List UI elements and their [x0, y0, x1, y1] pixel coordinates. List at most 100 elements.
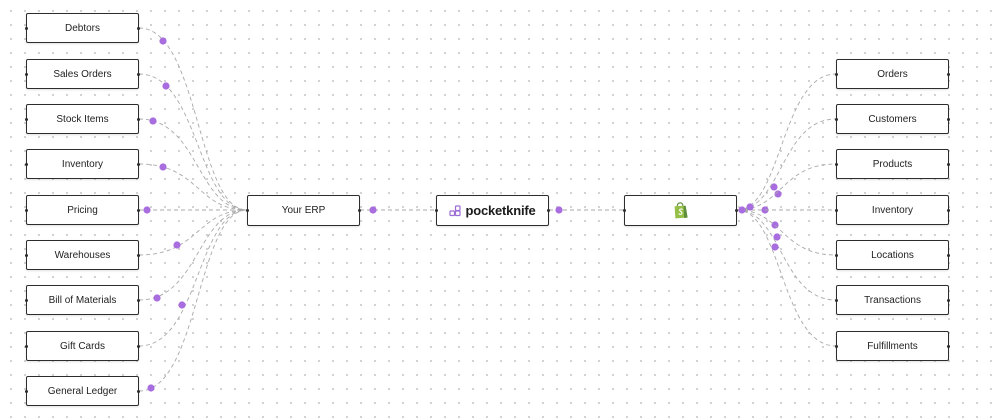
connector-line — [736, 163, 837, 211]
flow-dot — [738, 206, 746, 214]
output-port[interactable] — [137, 72, 140, 76]
source-node-sales-orders[interactable]: Sales Orders — [25, 59, 140, 89]
shopify-node[interactable] — [623, 195, 738, 226]
input-port[interactable] — [435, 209, 438, 212]
source-node-inventory[interactable]: Inventory — [25, 149, 140, 179]
flow-dot — [178, 301, 186, 309]
input-port[interactable] — [25, 253, 28, 257]
connector-line — [138, 209, 248, 347]
input-port[interactable] — [25, 298, 28, 302]
input-port[interactable] — [835, 298, 838, 302]
connector-line — [736, 118, 837, 211]
source-node-stock-items[interactable]: Stock Items — [25, 104, 140, 134]
node-label: Debtors — [64, 22, 100, 34]
node-label: Sales Orders — [53, 68, 112, 80]
flow-dot — [159, 37, 167, 45]
flow-dot — [159, 163, 167, 171]
output-port[interactable] — [137, 298, 140, 302]
input-port[interactable] — [835, 117, 838, 121]
node-label: Pricing — [67, 204, 98, 216]
connector-line — [736, 209, 837, 301]
source-node-warehouses[interactable]: Warehouses — [25, 240, 140, 270]
target-node-fulfillments[interactable]: Fulfillments — [835, 331, 950, 361]
input-port[interactable] — [25, 26, 28, 30]
connector-line — [138, 27, 248, 211]
output-port[interactable] — [137, 162, 140, 166]
output-port[interactable] — [735, 209, 738, 212]
flow-dot — [555, 206, 563, 214]
target-node-inventory[interactable]: Inventory — [835, 195, 950, 225]
flow-dot — [153, 294, 161, 302]
source-node-debtors[interactable]: Debtors — [25, 13, 140, 43]
input-port[interactable] — [25, 72, 28, 76]
flow-dot — [147, 384, 155, 392]
input-port[interactable] — [25, 208, 28, 212]
node-label: Orders — [877, 68, 908, 80]
flow-dot — [149, 117, 157, 125]
shopify-bag-icon — [674, 202, 688, 219]
node-label: Inventory — [871, 204, 914, 216]
output-port[interactable] — [947, 344, 950, 348]
connector-line — [138, 209, 248, 256]
input-port[interactable] — [835, 162, 838, 166]
node-label: General Ledger — [47, 385, 118, 397]
input-port[interactable] — [835, 208, 838, 212]
flow-dot — [761, 206, 769, 214]
node-label: Stock Items — [56, 113, 109, 125]
flow-dot — [162, 82, 170, 90]
pocketknife-logo: pocketknife — [449, 203, 536, 218]
source-node-general-ledger[interactable]: General Ledger — [25, 376, 140, 406]
target-node-products[interactable]: Products — [835, 149, 950, 179]
target-node-customers[interactable]: Customers — [835, 104, 950, 134]
flow-dot — [173, 241, 181, 249]
target-node-transactions[interactable]: Transactions — [835, 285, 950, 315]
input-port[interactable] — [835, 72, 838, 76]
connector-line — [138, 209, 248, 392]
source-node-bill-of-materials[interactable]: Bill of Materials — [25, 285, 140, 315]
output-port[interactable] — [137, 344, 140, 348]
node-label: Locations — [871, 249, 914, 261]
output-port[interactable] — [947, 72, 950, 76]
connector-line — [138, 73, 248, 211]
connector-line — [736, 209, 837, 347]
output-port[interactable] — [137, 26, 140, 30]
input-port[interactable] — [835, 253, 838, 257]
node-label: Gift Cards — [59, 340, 105, 352]
output-port[interactable] — [137, 253, 140, 257]
input-port[interactable] — [835, 344, 838, 348]
output-port[interactable] — [137, 389, 140, 393]
output-port[interactable] — [947, 208, 950, 212]
output-port[interactable] — [358, 209, 361, 212]
input-port[interactable] — [623, 209, 626, 212]
input-port[interactable] — [25, 117, 28, 121]
erp-node[interactable]: Your ERP — [246, 195, 361, 226]
output-port[interactable] — [947, 253, 950, 257]
node-label: Warehouses — [54, 249, 111, 261]
flow-dot — [143, 206, 151, 214]
source-node-gift-cards[interactable]: Gift Cards — [25, 331, 140, 361]
source-node-pricing[interactable]: Pricing — [25, 195, 140, 225]
flow-dot — [774, 190, 782, 198]
input-port[interactable] — [25, 389, 28, 393]
pocketknife-node[interactable]: pocketknife — [435, 195, 550, 226]
connector-line — [736, 73, 837, 211]
flow-dot — [746, 203, 754, 211]
output-port[interactable] — [547, 209, 550, 212]
input-port[interactable] — [246, 209, 249, 212]
input-port[interactable] — [25, 344, 28, 348]
target-node-orders[interactable]: Orders — [835, 59, 950, 89]
output-port[interactable] — [947, 117, 950, 121]
target-node-locations[interactable]: Locations — [835, 240, 950, 270]
connector-line — [138, 118, 248, 211]
node-label: Inventory — [61, 158, 104, 170]
connector-line — [138, 209, 248, 301]
output-port[interactable] — [137, 208, 140, 212]
node-label: Your ERP — [281, 205, 326, 216]
pocketknife-logo-icon — [449, 204, 462, 216]
output-port[interactable] — [947, 162, 950, 166]
output-port[interactable] — [947, 298, 950, 302]
output-port[interactable] — [137, 117, 140, 121]
node-label: Products — [872, 158, 913, 170]
input-port[interactable] — [25, 162, 28, 166]
